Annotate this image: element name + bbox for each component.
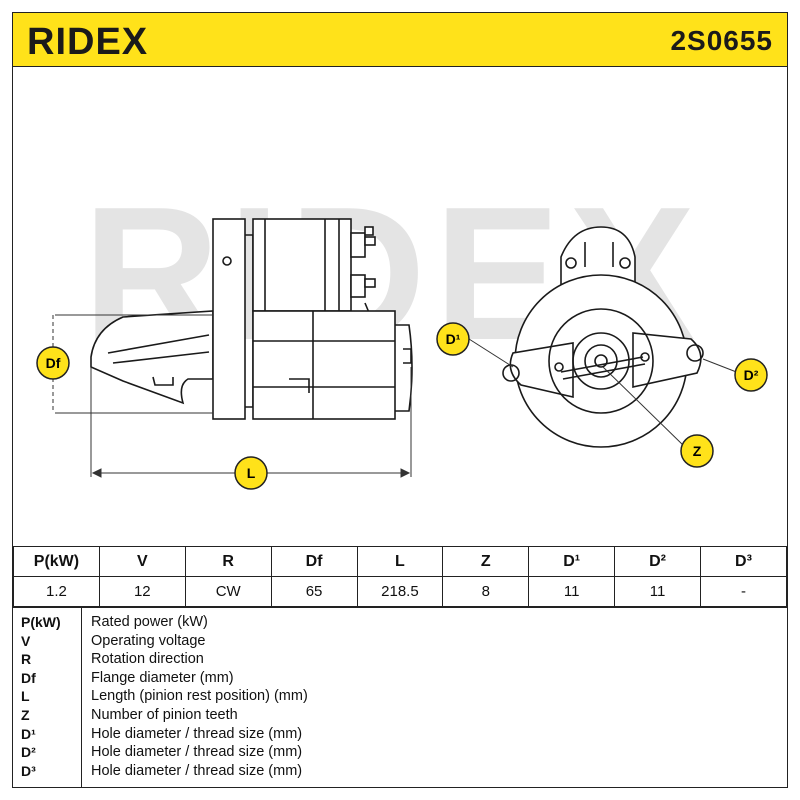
legend-row: D² Hole diameter / thread size (mm)	[13, 744, 787, 763]
df-dimension	[52, 314, 412, 478]
d1-badge: D¹	[436, 322, 470, 356]
spec-header-cell: R	[184, 546, 272, 577]
datasheet: RIDEX 2S0655 RIDEX	[12, 12, 788, 788]
legend-text: Operating voltage	[91, 632, 206, 649]
spec-value-row: 1.2 12 CW 65 218.5 8 11 11 -	[13, 576, 787, 607]
legend-text: Hole diameter / thread size (mm)	[91, 744, 303, 761]
spec-header-cell: D³	[700, 546, 787, 577]
legend-text: Length (pinion rest position) (mm)	[91, 688, 308, 705]
spec-value-cell: 11	[614, 576, 701, 607]
spec-value-cell: 65	[270, 576, 358, 607]
d2-badge: D²	[734, 358, 768, 392]
legend-row: Df Flange diameter (mm)	[13, 670, 787, 689]
legend-symbol: Z	[21, 707, 30, 723]
legend-symbol: P(kW)	[21, 614, 61, 630]
legend-row: P(kW) Rated power (kW)	[13, 614, 787, 633]
legend-divider	[81, 608, 82, 787]
spec-header-cell: L	[356, 546, 444, 577]
leader-lines	[468, 338, 740, 448]
l-badge: L	[234, 456, 268, 490]
spec-value-cell: 218.5	[356, 576, 444, 607]
spec-value-cell: 12	[98, 576, 186, 607]
legend-text: Rated power (kW)	[91, 614, 208, 630]
df-label: Df	[46, 355, 61, 371]
spec-header-cell: Z	[442, 546, 530, 577]
brand-logo: RIDEX	[27, 21, 149, 63]
starter-front-view	[502, 226, 704, 448]
legend-symbol: Df	[21, 669, 36, 686]
l-label: L	[247, 465, 256, 481]
spec-value-cell: 8	[442, 576, 530, 607]
z-label: Z	[693, 443, 702, 459]
legend-text: Flange diameter (mm)	[91, 669, 234, 686]
d2-label: D²	[744, 367, 759, 383]
z-badge: Z	[680, 434, 714, 468]
spec-value-cell: 11	[528, 576, 616, 607]
legend-symbol: D²	[21, 744, 36, 761]
spec-value-cell: CW	[184, 576, 272, 607]
legend-row: V Operating voltage	[13, 633, 787, 652]
spec-header-cell: D¹	[528, 546, 616, 577]
legend-row: D¹ Hole diameter / thread size (mm)	[13, 726, 787, 745]
header-bar: RIDEX 2S0655	[13, 13, 787, 67]
legend-symbol: R	[21, 651, 32, 668]
spec-value-cell: -	[700, 576, 787, 607]
legend-row: D³ Hole diameter / thread size (mm)	[13, 763, 787, 782]
legend-row: R Rotation direction	[13, 651, 787, 670]
legend-text: Rotation direction	[91, 651, 204, 668]
legend-symbol: L	[21, 688, 30, 705]
legend-text: Number of pinion teeth	[91, 707, 238, 723]
part-number: 2S0655	[670, 25, 773, 56]
spec-header-row: P(kW) V R Df L Z D¹ D² D³	[13, 546, 787, 577]
spec-table: P(kW) V R Df L Z D¹ D² D³ 1.2 12 CW 65 2…	[13, 546, 787, 607]
legend-text: Hole diameter / thread size (mm)	[91, 725, 303, 742]
legend-row: Z Number of pinion teeth	[13, 707, 787, 726]
spec-value-cell: 1.2	[13, 576, 100, 607]
starter-side-view	[90, 218, 413, 420]
legend: P(kW) Rated power (kW) V Operating volta…	[13, 607, 787, 787]
d1-label: D¹	[446, 331, 461, 347]
spec-header-cell: P(kW)	[13, 546, 100, 577]
legend-row: L Length (pinion rest position) (mm)	[13, 688, 787, 707]
technical-drawing: RIDEX	[13, 67, 787, 547]
spec-header-cell: Df	[270, 546, 358, 577]
legend-text: Hole diameter / thread size (mm)	[91, 762, 303, 779]
spec-header-cell: V	[98, 546, 186, 577]
legend-symbol: D¹	[21, 725, 36, 742]
legend-symbol: D³	[21, 762, 36, 779]
df-badge: Df	[36, 346, 70, 380]
spec-header-cell: D²	[614, 546, 701, 577]
legend-symbol: V	[21, 632, 31, 649]
